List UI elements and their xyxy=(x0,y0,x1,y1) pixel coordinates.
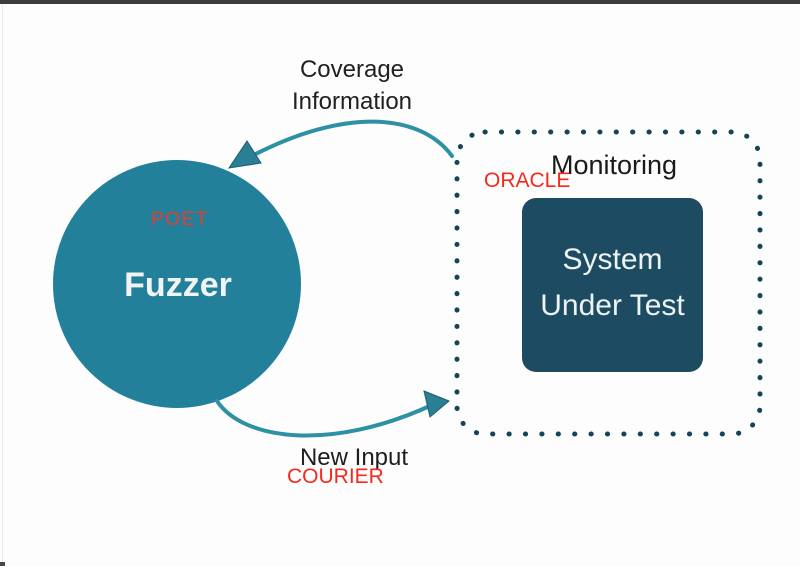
sut-line1: System xyxy=(562,243,663,276)
coverage-arrowhead-icon xyxy=(227,140,262,169)
new-input-label: New Input xyxy=(299,444,409,471)
new-input-arrowhead-icon xyxy=(423,390,450,418)
frame-corner-dot xyxy=(0,562,5,566)
coverage-line1: Coverage xyxy=(299,56,405,83)
coverage-information-label: Coverage Information xyxy=(272,54,432,118)
frame-left-line xyxy=(2,4,3,566)
oracle-tag: ORACLE xyxy=(484,169,571,192)
monitoring-label: Monitoring xyxy=(550,150,678,180)
fuzzer-circle xyxy=(53,160,301,408)
frame-top-bar xyxy=(0,0,800,4)
coverage-arrow-line xyxy=(248,119,454,159)
sut-line2: Under Test xyxy=(540,289,685,322)
new-input-arrow-line xyxy=(215,399,434,438)
poet-tag: POET xyxy=(151,209,209,230)
coverage-line2: Information xyxy=(291,88,413,115)
courier-tag: COURIER xyxy=(287,465,384,488)
sut-label: System Under Test xyxy=(522,237,703,329)
fuzzer-label: Fuzzer xyxy=(124,266,232,304)
monitoring-dotted-box xyxy=(454,129,763,437)
sut-box xyxy=(522,198,703,372)
